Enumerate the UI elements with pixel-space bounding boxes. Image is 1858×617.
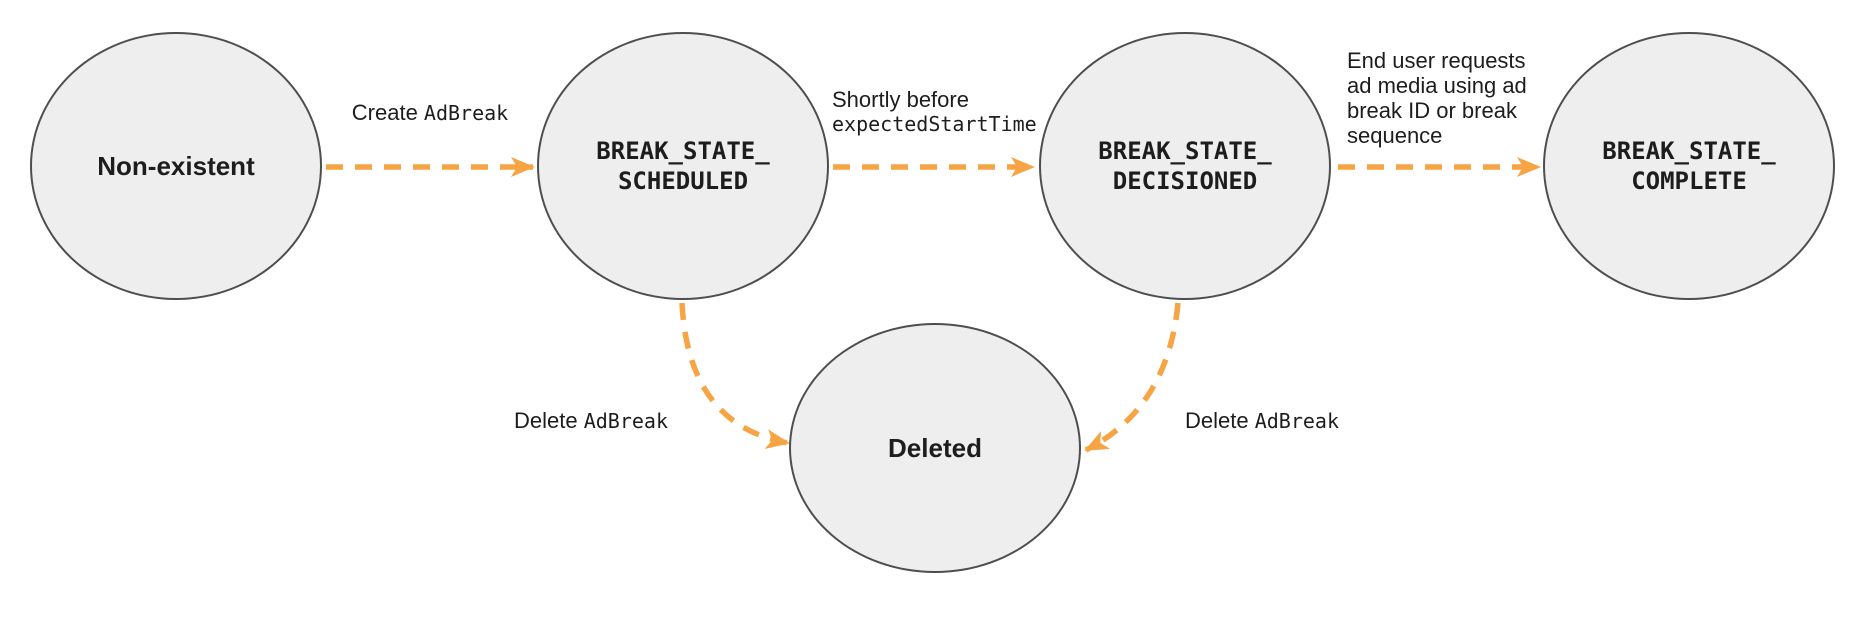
state-node-break-state-scheduled: BREAK_STATE_ SCHEDULED bbox=[537, 32, 829, 300]
state-label-scheduled-line2: SCHEDULED bbox=[617, 167, 749, 195]
state-node-break-state-complete: BREAK_STATE_ COMPLETE bbox=[1543, 32, 1835, 300]
state-label-decisioned-line2: DECISIONED bbox=[1112, 167, 1258, 195]
state-label-non-existent: Non-existent bbox=[97, 151, 255, 181]
transition-label-delete-right-code: AdBreak bbox=[1254, 409, 1340, 433]
transition-label-create-plain: Create bbox=[351, 100, 424, 125]
transition-label-end-user-line3: break ID or break bbox=[1347, 98, 1517, 123]
transition-label-delete-left-plain: Delete bbox=[513, 408, 584, 433]
transition-label-create-code: AdBreak bbox=[423, 101, 509, 125]
state-label-decisioned-line1: BREAK_STATE_ bbox=[1098, 137, 1272, 165]
state-node-deleted: Deleted bbox=[789, 323, 1081, 573]
transition-label-shortly-before: Shortly before expectedStartTime bbox=[832, 87, 1037, 137]
state-label-deleted: Deleted bbox=[888, 433, 982, 463]
state-label-scheduled-line1: BREAK_STATE_ bbox=[596, 137, 770, 165]
state-label-complete-line2: COMPLETE bbox=[1631, 167, 1747, 195]
transition-label-end-user-line1: End user requests bbox=[1347, 48, 1526, 73]
arrow-delete-adbreak-from-decisioned bbox=[1084, 302, 1181, 453]
arrow-delete-adbreak-from-scheduled bbox=[679, 302, 790, 449]
transition-label-end-user-line4: sequence bbox=[1347, 123, 1443, 148]
state-node-non-existent: Non-existent bbox=[30, 32, 322, 300]
transition-label-create-adbreak: Create AdBreak bbox=[352, 100, 508, 126]
transition-label-delete-left-code: AdBreak bbox=[583, 409, 668, 433]
transition-label-delete-adbreak-left: Delete AdBreak bbox=[514, 408, 668, 434]
transition-label-delete-adbreak-right: Delete AdBreak bbox=[1185, 408, 1339, 434]
transition-label-shortly-line1: Shortly before bbox=[832, 87, 969, 112]
transition-label-delete-right-plain: Delete bbox=[1185, 408, 1255, 433]
transition-label-end-user-requests: End user requests ad media using ad brea… bbox=[1347, 48, 1527, 148]
state-label-complete-line1: BREAK_STATE_ bbox=[1602, 137, 1776, 165]
transition-label-end-user-line2: ad media using ad bbox=[1347, 73, 1527, 98]
state-node-break-state-decisioned: BREAK_STATE_ DECISIONED bbox=[1039, 32, 1331, 300]
transition-label-shortly-line2: expectedStartTime bbox=[832, 112, 1037, 136]
